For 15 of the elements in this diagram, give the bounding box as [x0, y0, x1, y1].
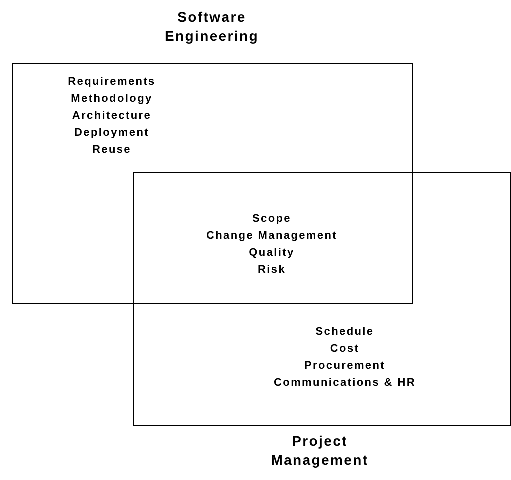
list-item: Deployment — [74, 126, 150, 141]
list-item: Reuse — [92, 143, 132, 158]
list-item: Communications & HR — [274, 376, 416, 391]
list-item: Schedule — [316, 325, 374, 340]
list-item: Procurement — [304, 359, 386, 374]
group-heading: Project Management — [270, 432, 370, 470]
list-item: Scope — [252, 212, 292, 227]
list-item: Change Management — [206, 229, 338, 244]
list-item: Quality — [249, 246, 295, 261]
list-item: Risk — [258, 263, 286, 278]
list-item: Requirements — [68, 75, 156, 90]
list-item: Methodology — [71, 92, 153, 107]
list-item: Architecture — [72, 109, 152, 124]
group-heading: Software Engineering — [164, 8, 260, 46]
list-item: Cost — [330, 342, 360, 357]
